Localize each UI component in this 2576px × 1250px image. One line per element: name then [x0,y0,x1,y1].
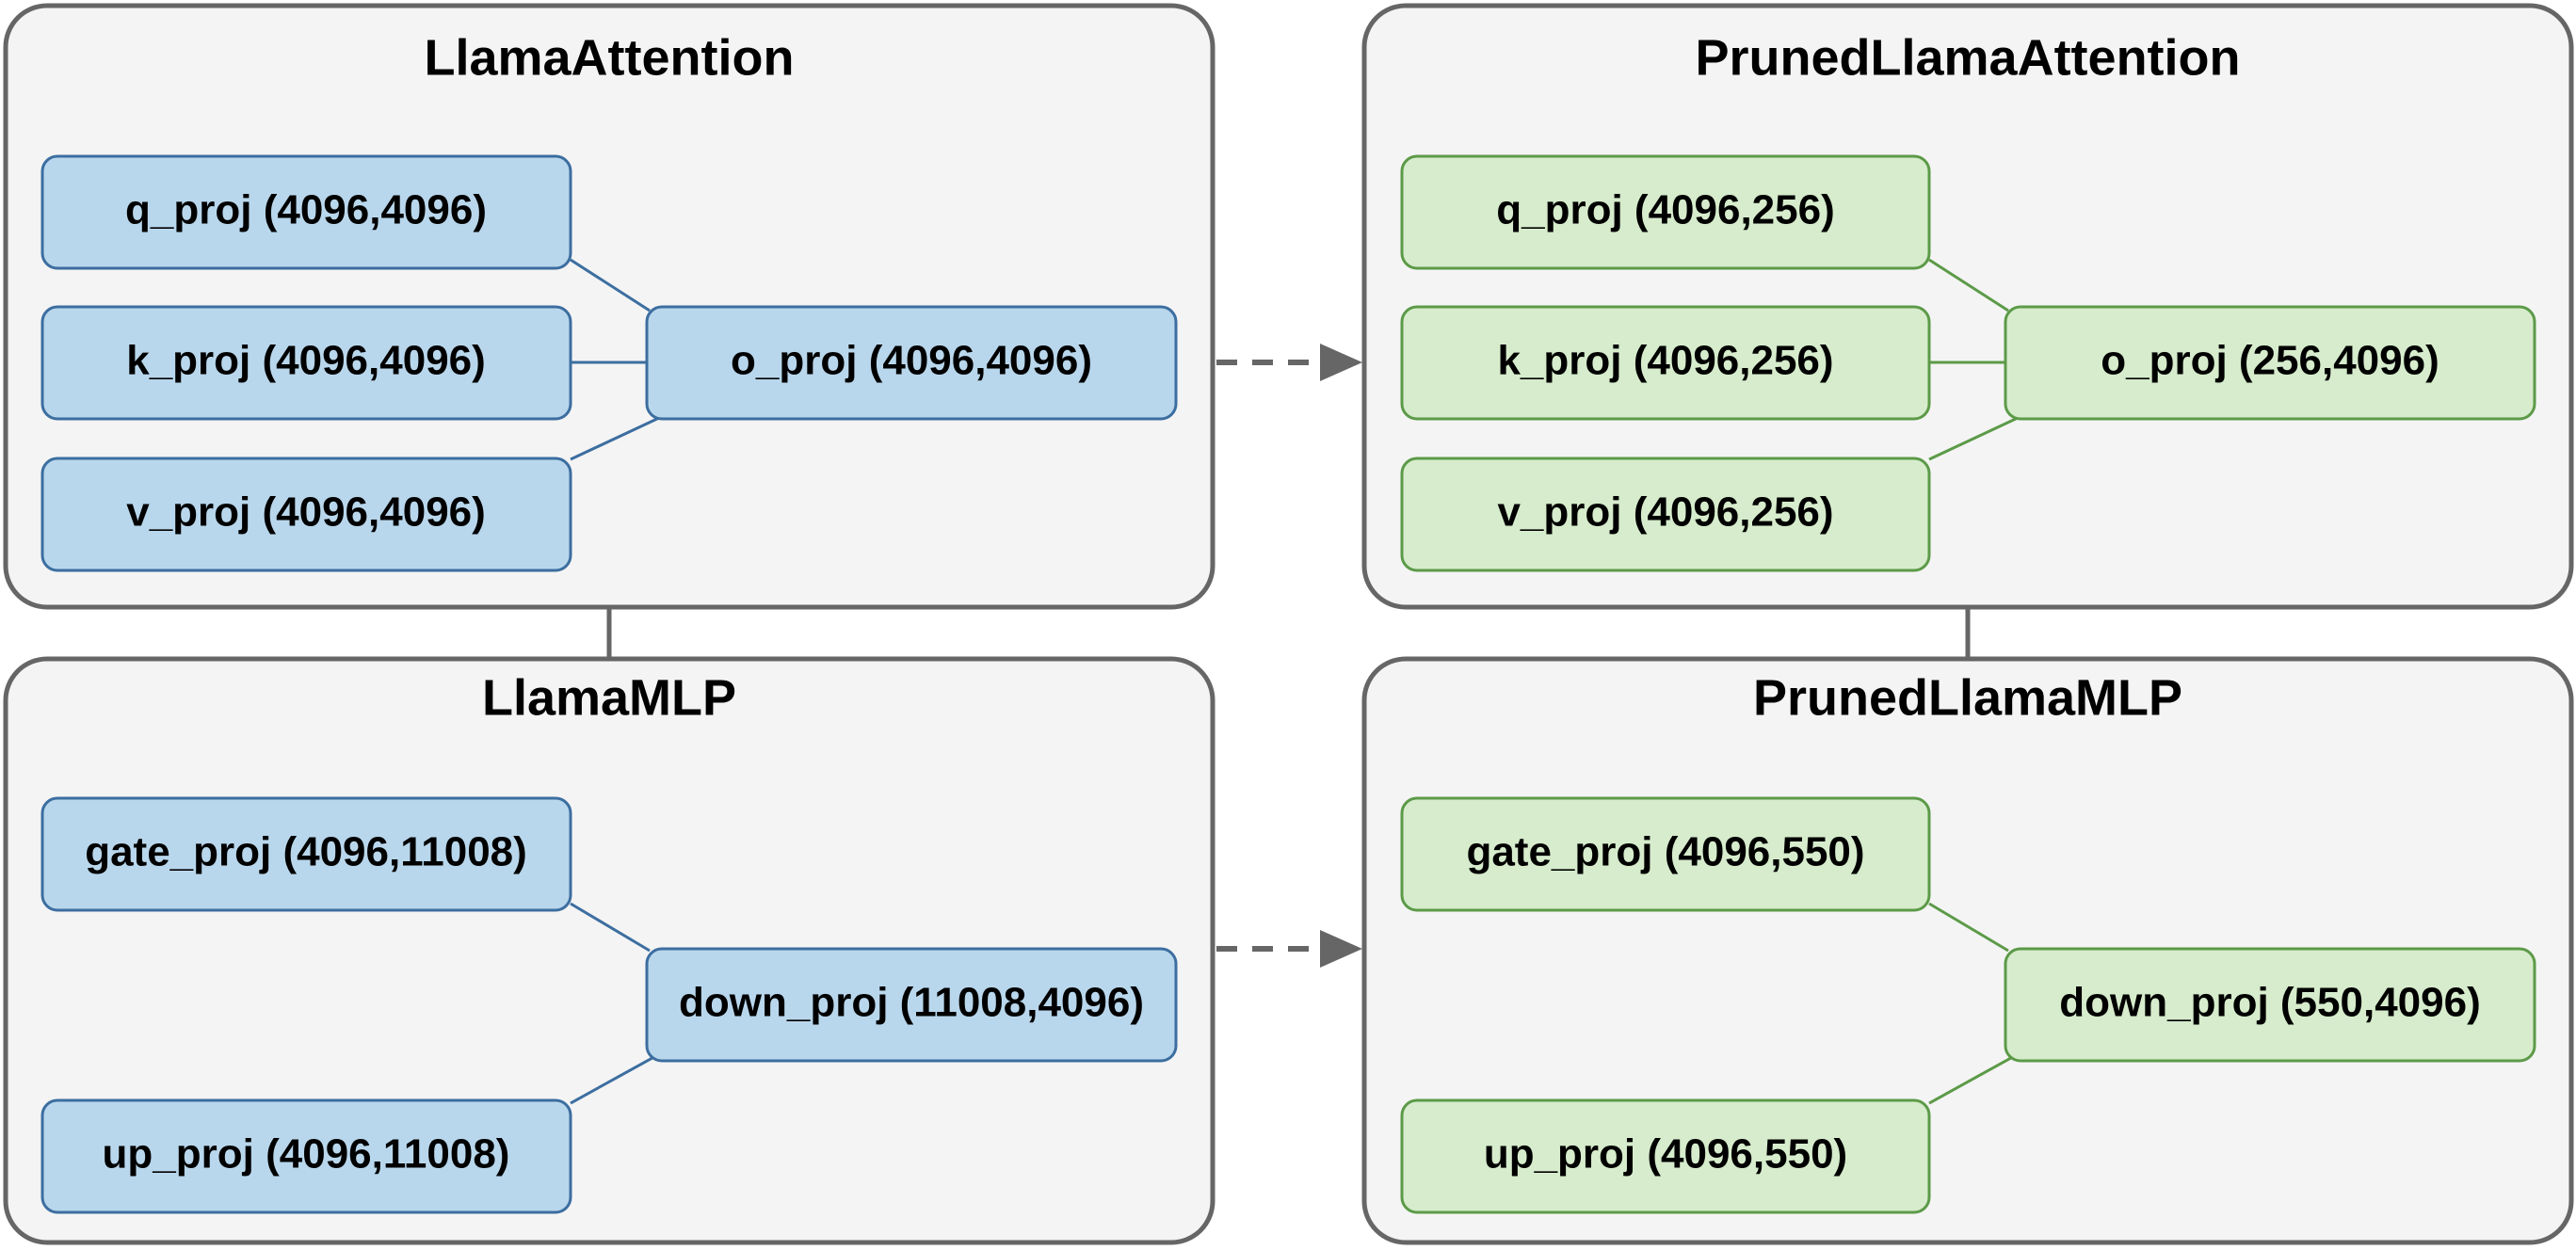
v-to-o-edge [570,416,660,461]
llama-attention-block: LlamaAttention q_proj (4096,4096) k_proj… [3,3,1216,610]
gate-proj-label: gate_proj (4096,11008) [85,829,527,875]
pruned-up-proj-label: up_proj (4096,550) [1484,1131,1847,1178]
up-proj-label: up_proj (4096,11008) [103,1131,510,1178]
mlp-pruning-arrow [1216,930,1362,968]
v-proj-node: v_proj (4096,4096) [40,457,572,572]
pruned-llama-attention-block: PrunedLlamaAttention q_proj (4096,256) k… [1361,3,2574,610]
llama-mlp-title: LlamaMLP [482,669,736,726]
pruned-up-proj-node: up_proj (4096,550) [1400,1098,1931,1214]
up-proj-node: up_proj (4096,11008) [40,1098,572,1214]
pruned-llama-attention-title: PrunedLlamaAttention [1695,29,2240,86]
up-to-down-edge [570,1052,660,1105]
arrow-head-icon [1320,344,1362,381]
q-proj-label: q_proj (4096,4096) [125,187,487,233]
pruned-k-proj-node: k_proj (4096,256) [1400,305,1931,421]
o-proj-node: o_proj (4096,4096) [645,305,1178,421]
gate-proj-node: gate_proj (4096,11008) [40,796,572,912]
pruned-gate-proj-label: gate_proj (4096,550) [1466,829,1864,875]
pruned-o-proj-label: o_proj (256,4096) [2101,338,2439,384]
pruned-llama-mlp-block: PrunedLlamaMLP gate_proj (4096,550) up_p… [1361,656,2574,1245]
pruned-llama-mlp-title: PrunedLlamaMLP [1753,669,2182,726]
pruned-gate-to-down-edge [1928,902,2009,953]
q-proj-node: q_proj (4096,4096) [40,154,572,270]
pruned-k-proj-label: k_proj (4096,256) [1497,338,1833,384]
pruned-gate-proj-node: gate_proj (4096,550) [1400,796,1931,912]
down-proj-node: down_proj (11008,4096) [645,947,1178,1063]
pruned-q-proj-label: q_proj (4096,256) [1496,187,1835,233]
o-proj-label: o_proj (4096,4096) [731,338,1092,384]
v-proj-label: v_proj (4096,4096) [126,489,486,536]
pruned-q-proj-node: q_proj (4096,256) [1400,154,1931,270]
pruned-q-to-o-edge [1928,258,2009,312]
pruned-o-proj-node: o_proj (256,4096) [2004,305,2536,421]
pruned-down-proj-label: down_proj (550,4096) [2059,980,2480,1026]
arrow-head-icon [1320,930,1362,968]
attention-pruning-arrow [1216,344,1362,381]
pruned-v-to-o-edge [1928,416,2019,461]
down-proj-label: down_proj (11008,4096) [679,980,1144,1026]
pruned-down-proj-node: down_proj (550,4096) [2004,947,2536,1063]
pruned-up-to-down-edge [1928,1052,2019,1105]
pruned-v-proj-label: v_proj (4096,256) [1497,489,1833,536]
q-to-o-edge [570,258,651,312]
k-proj-node: k_proj (4096,4096) [40,305,572,421]
llama-attention-title: LlamaAttention [424,29,794,86]
k-proj-label: k_proj (4096,4096) [126,338,486,384]
llama-mlp-block: LlamaMLP gate_proj (4096,11008) up_proj … [3,656,1216,1245]
gate-to-down-edge [570,902,651,953]
pruned-v-proj-node: v_proj (4096,256) [1400,457,1931,572]
